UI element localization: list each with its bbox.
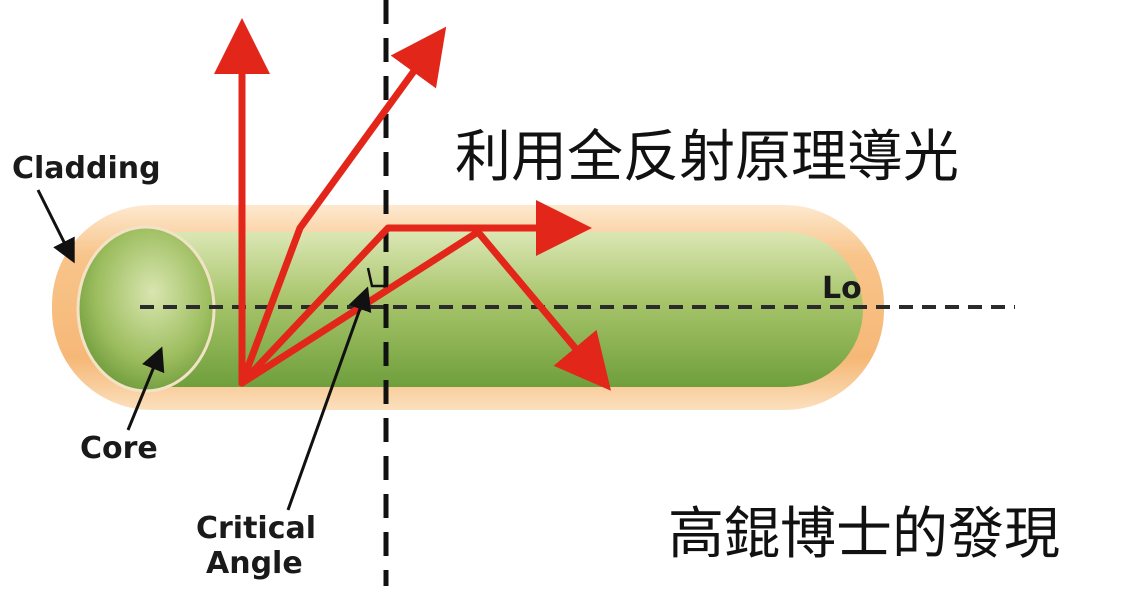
cladding-label: Cladding	[12, 151, 161, 186]
core-label: Core	[80, 431, 158, 466]
critical-angle-arrow-icon	[286, 286, 372, 511]
title-caption: 利用全反射原理導光	[455, 125, 959, 190]
ray-critical-angle	[238, 200, 592, 387]
core-arrow-icon	[126, 346, 165, 431]
subtitle-caption: 高錕博士的發現	[668, 502, 1060, 567]
light-rays	[214, 18, 611, 391]
cladding-arrow-icon	[36, 189, 75, 264]
ray-total-reflection	[238, 228, 611, 391]
critical-angle-label-line2: Angle	[206, 546, 303, 581]
ray-refracted-escape	[238, 26, 447, 387]
critical-angle-label-line1: Critical	[196, 511, 316, 546]
partial-axis-label: Lo	[822, 271, 862, 306]
right-angle-icon	[366, 267, 388, 288]
